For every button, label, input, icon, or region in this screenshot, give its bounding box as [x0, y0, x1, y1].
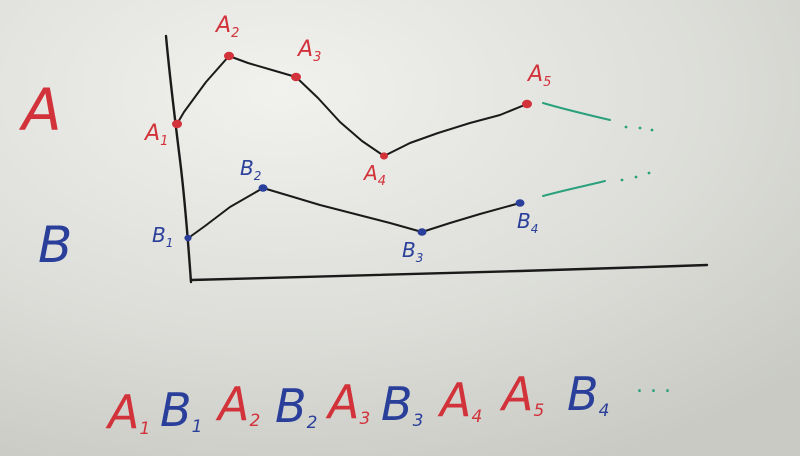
sequence-term: A3	[325, 375, 370, 429]
point-a4	[380, 152, 388, 160]
label-a3: A3	[296, 37, 321, 65]
dot	[650, 128, 654, 132]
point-b2	[258, 184, 268, 192]
series-b-points	[184, 184, 525, 242]
sequence-term-base: A	[215, 377, 249, 431]
point-a3	[291, 72, 301, 82]
sequence-term-base: B	[160, 383, 192, 437]
point-b4	[515, 199, 525, 207]
dot	[647, 171, 651, 175]
sequence-term-sub: 4	[471, 407, 482, 427]
series-a-curve	[176, 55, 528, 157]
series-a-continuation	[542, 102, 611, 121]
label-b3: B3	[402, 238, 423, 265]
sequence-term-base: A	[437, 373, 471, 427]
series-b-labels: B1 B2 B3 B4	[152, 156, 538, 265]
series-b-continuation	[542, 180, 606, 197]
label-a4: A4	[362, 161, 386, 189]
label-a2: A2	[214, 13, 239, 41]
sequence-term-base: A	[499, 367, 533, 421]
sequence-term: A5	[499, 367, 544, 421]
continuation-dots	[620, 125, 654, 182]
dot	[624, 125, 628, 129]
sequence-term-sub: 1	[139, 419, 150, 439]
dot	[634, 175, 638, 179]
label-b2: B2	[240, 156, 261, 183]
sequence-term-base: A	[105, 385, 139, 439]
point-a5	[522, 99, 532, 109]
series-a-labels: A1 A2 A3 A4 A5	[143, 13, 551, 189]
sequence-term-base: B	[275, 379, 307, 433]
sequence-term-base: B	[567, 367, 599, 421]
sequence-term-base: B	[381, 377, 413, 431]
sequence-term-base: A	[325, 375, 359, 429]
sequence-term: A2	[215, 377, 260, 431]
dot	[620, 178, 624, 182]
sequence-term-sub: 4	[599, 401, 610, 421]
sequence-term: B4	[567, 367, 609, 421]
sequence-term: A4	[437, 373, 482, 427]
sequence-term-sub: 3	[359, 409, 370, 429]
label-b4: B4	[517, 209, 538, 236]
point-b3	[417, 228, 427, 236]
point-b1	[184, 234, 192, 242]
y-axis	[164, 34, 193, 284]
sequence-ellipsis: . . .	[636, 373, 671, 398]
sequence-term-sub: 5	[533, 401, 544, 421]
label-b1: B1	[152, 223, 173, 250]
row-label-b: B	[38, 216, 72, 274]
sequence-term: B3	[381, 377, 423, 431]
sequence-term: A1	[105, 385, 150, 439]
point-a1	[172, 119, 182, 129]
axes	[164, 34, 709, 284]
x-axis	[189, 263, 709, 282]
label-a1: A1	[143, 121, 168, 149]
label-a5: A5	[526, 62, 551, 90]
dot	[638, 126, 642, 130]
sequence-term: B2	[275, 379, 317, 433]
point-a2	[224, 51, 234, 61]
sequence-term-sub: 3	[413, 411, 424, 431]
series-b-curve	[186, 187, 521, 240]
row-label-a: A	[18, 76, 62, 144]
sequence-term-sub: 2	[249, 411, 260, 431]
sequence-term-sub: 1	[192, 417, 203, 437]
sequence-term-sub: 2	[307, 413, 318, 433]
series-a-points	[172, 51, 532, 160]
sequence-term: B1	[160, 383, 202, 437]
